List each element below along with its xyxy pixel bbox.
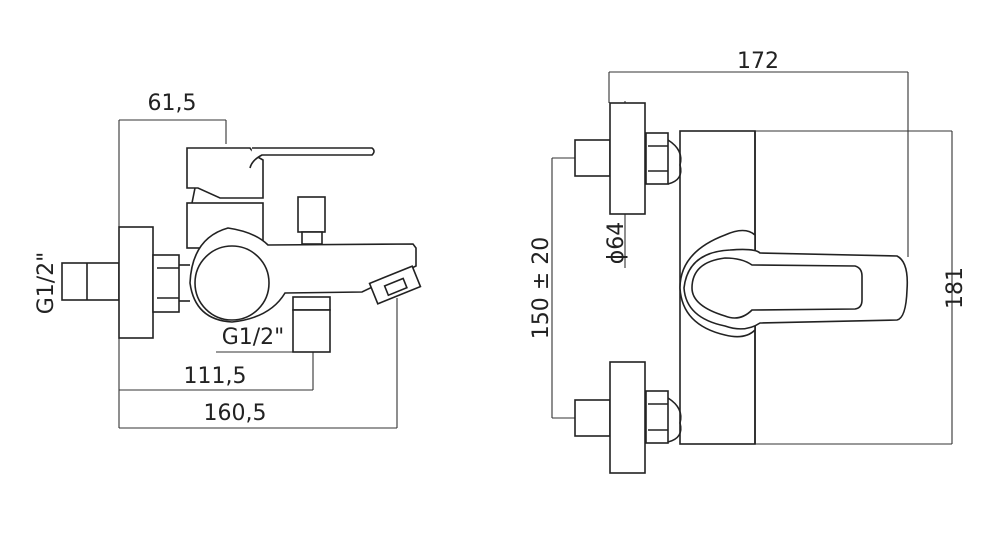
inlet-pipe <box>61 262 120 301</box>
shower-outlet <box>292 309 331 353</box>
dim-outlet-thread: G1/2" <box>222 325 285 350</box>
dim-111-5: 111,5 <box>184 364 247 389</box>
dim-61-5: 61,5 <box>148 91 197 116</box>
diverter-stem <box>301 231 323 245</box>
body-round-end <box>194 245 270 321</box>
top-inlet-stub <box>574 139 611 177</box>
bottom-wall-plate <box>609 361 646 474</box>
bottom-inlet-stub <box>574 399 611 437</box>
dim-181: 181 <box>943 267 968 309</box>
top-nut <box>645 132 669 185</box>
dim-150-20: 150 ± 20 <box>529 237 554 339</box>
dim-172: 172 <box>737 49 779 74</box>
top-wall-plate <box>609 102 646 215</box>
nut <box>152 254 180 313</box>
dim-inlet-thread: G1/2" <box>34 252 59 315</box>
shower-outlet-nut <box>292 296 331 311</box>
aerator <box>368 265 422 305</box>
dim-phi-64: ϕ64 <box>604 222 629 265</box>
front-view: 172 181 ϕ64 150 ± 20 <box>529 49 968 474</box>
bottom-nut <box>645 390 669 444</box>
front-lever-handle <box>683 248 909 330</box>
lever-handle <box>249 147 375 169</box>
wall-plate <box>118 226 154 339</box>
dim-160-5: 160,5 <box>204 401 267 426</box>
side-view: 61,5 G1/2" G1/2" 111,5 160,5 <box>34 91 422 429</box>
diverter-knob <box>297 196 326 233</box>
